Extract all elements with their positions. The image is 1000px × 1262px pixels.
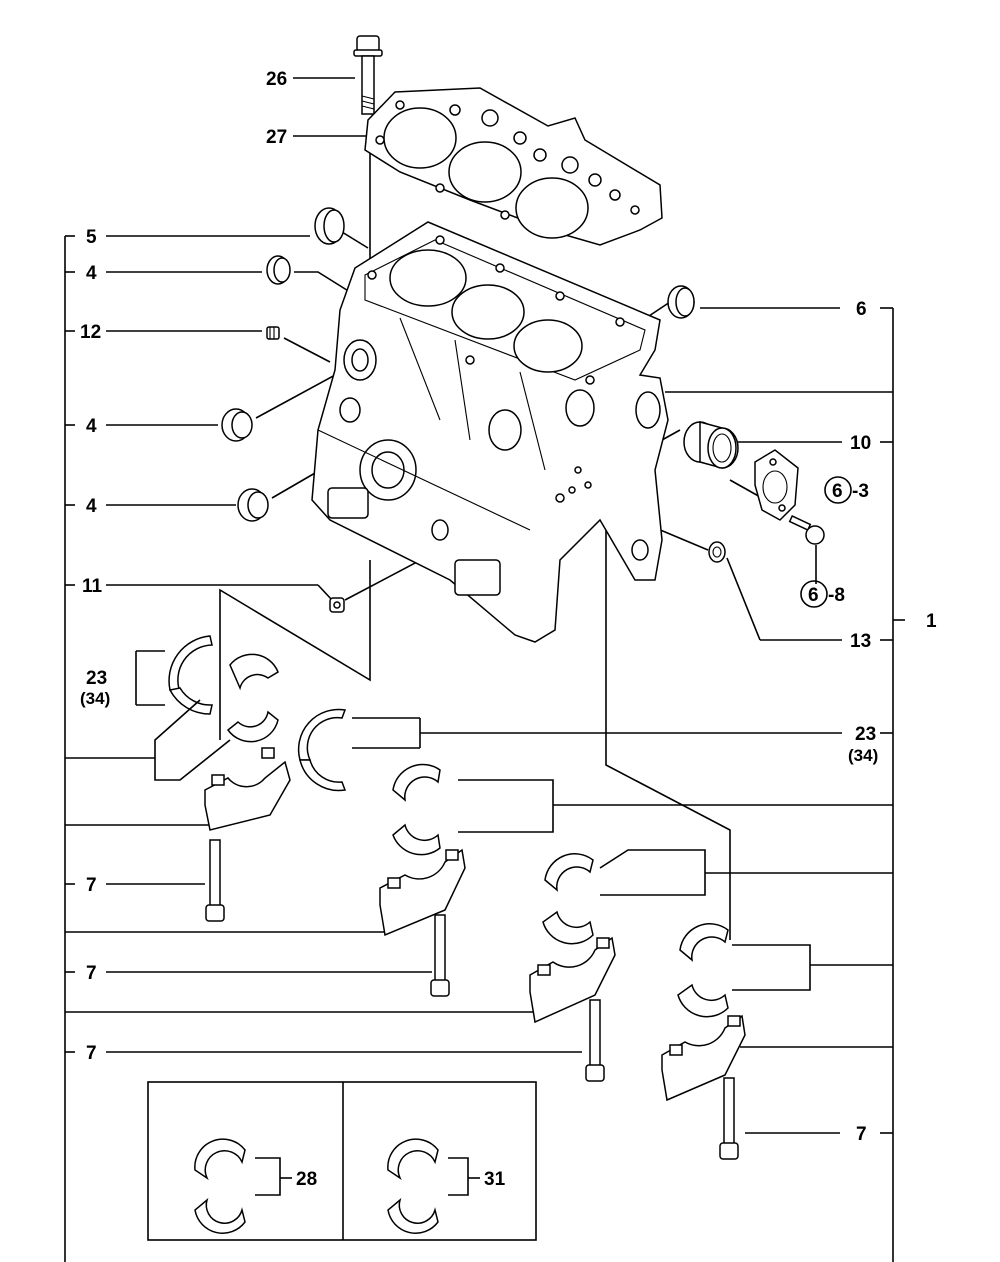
callout-1: 1	[926, 611, 937, 632]
callout-23-left: 23	[86, 668, 107, 689]
callout-13: 13	[850, 631, 871, 652]
callout-4-lower: 4	[86, 496, 97, 517]
core-plug-small	[266, 255, 291, 285]
callout-12: 12	[80, 322, 101, 343]
callout-7-b: 7	[86, 963, 97, 984]
callout-6-3-number: 6	[832, 481, 843, 502]
left-bracket	[64, 235, 535, 1262]
bearing-set-1	[154, 653, 291, 922]
core-plug-right	[667, 285, 695, 319]
ref-circle-6-8	[800, 580, 828, 608]
callout-6-3-suffix: -3	[852, 481, 869, 502]
oil-seal-lower	[237, 488, 269, 522]
screw-plug	[266, 326, 280, 340]
right-bracket	[553, 307, 905, 1262]
bearing-set-2	[379, 763, 554, 997]
callout-23-right: 23	[855, 724, 876, 745]
head-gasket	[364, 87, 663, 246]
bearing-set-3	[529, 849, 706, 1082]
callout-31: 31	[484, 1169, 506, 1190]
callout-10: 10	[850, 433, 871, 454]
callout-4-middle: 4	[86, 416, 97, 437]
callout-23-left-sub: (34)	[80, 689, 110, 708]
cover-bolt	[788, 515, 825, 545]
callout-5: 5	[86, 227, 97, 248]
callout-7-d: 7	[856, 1124, 867, 1145]
callout-7-a: 7	[86, 875, 97, 896]
thrust-washer-right	[297, 708, 421, 792]
cylinder-block	[311, 221, 669, 643]
callout-6: 6	[856, 299, 867, 320]
bearing-set-4	[661, 923, 811, 1160]
core-plug-large	[314, 207, 345, 245]
callout-6-8-suffix: -8	[828, 585, 845, 606]
undersize-bearings-inset	[147, 1081, 537, 1241]
callout-28: 28	[296, 1169, 317, 1190]
callout-27: 27	[266, 127, 287, 148]
cover-plate	[754, 449, 799, 521]
camshaft-bushing	[683, 421, 739, 469]
callout-26: 26	[266, 69, 287, 90]
ref-circle-6-3	[824, 476, 852, 504]
thrust-washer-left	[135, 635, 213, 715]
leader-lines	[106, 77, 842, 1134]
washer-13	[708, 541, 726, 563]
callout-6-8-number: 6	[808, 585, 819, 606]
callout-11: 11	[82, 576, 103, 597]
callout-4-upper: 4	[86, 263, 97, 284]
head-bolt	[353, 35, 383, 115]
oil-seal-upper	[221, 408, 253, 442]
callout-23-right-sub: (34)	[848, 746, 878, 765]
plug-small-11	[329, 597, 345, 613]
callout-7-c: 7	[86, 1043, 97, 1064]
